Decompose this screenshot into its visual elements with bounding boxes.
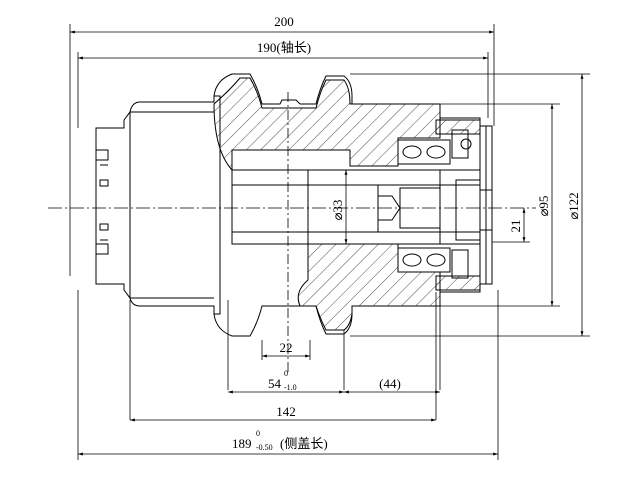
dim-axle-end-offset: 21 [508, 220, 523, 233]
dim-hub-width-tol-lower: -1.0 [284, 383, 297, 392]
left-flange [213, 73, 301, 105]
right-shell [439, 112, 487, 298]
bearing-bottom [397, 247, 451, 273]
dim-overall-width: 200 [274, 14, 294, 29]
dim-side-cover-length: 189 [232, 436, 252, 451]
left-collar-slot-bottom [95, 243, 109, 255]
right-flange [300, 75, 441, 112]
dim-side-cover-suffix: (侧盖长) [280, 436, 328, 451]
left-shell [129, 95, 221, 315]
dim-side-cover-tol-lower: -0.50 [256, 443, 273, 452]
dim-bearing-offset: (44) [379, 376, 401, 391]
roller-body [95, 73, 493, 337]
dim-body-length: 142 [276, 404, 296, 419]
dim-shaft-length: 190(轴长) [257, 40, 311, 55]
section-hatching [213, 77, 481, 331]
dim-hub-width-tol-upper: 0 [284, 369, 288, 378]
dim-outer-diameter: ⌀122 [566, 192, 581, 219]
left-collar [95, 110, 131, 300]
left-collar-slot-top [95, 149, 109, 161]
dim-shaft-diameter: ⌀33 [330, 200, 345, 221]
dim-flange-width: 22 [280, 340, 293, 355]
shaft [231, 169, 481, 245]
dimension-lines [69, 24, 590, 460]
dim-hub-width: 54 [268, 376, 282, 391]
dim-side-cover-tol-upper: 0 [256, 429, 260, 438]
dim-bearing-diameter: ⌀95 [536, 196, 551, 217]
bearing-top [397, 139, 451, 165]
